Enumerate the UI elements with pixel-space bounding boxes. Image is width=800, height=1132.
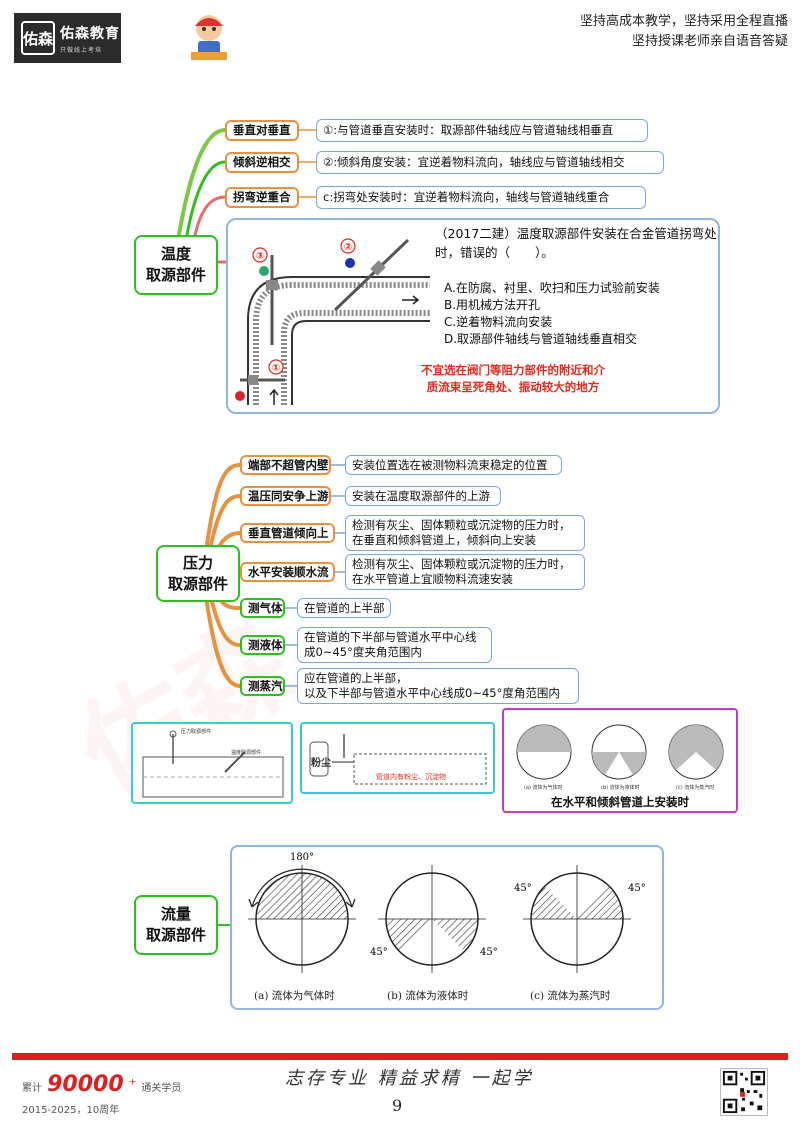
press-key-6: 测液体 (240, 635, 285, 655)
flow-caption-b: (b) 流体为液体时 (387, 990, 469, 1002)
fig1-label-temperature: 温度取源部件 (231, 750, 262, 756)
option-d: D.取源部件轴线与管道轴线垂直相交 (444, 332, 638, 346)
pressure-figure-2: 粉尘 管道内有粉尘、沉淀物 (300, 722, 495, 794)
option-a: A.在防腐、衬里、吹扫和压力试验前安装 (444, 281, 660, 295)
option-c: C.逆着物料流向安装 (444, 315, 553, 329)
count-number: 90000 (47, 1072, 124, 1097)
question-note-line2: 质流束呈死角处、振动较大的地方 (426, 380, 600, 394)
press-value-7-line2: 以及下半部与管道水平中心线成0~45°度角范围内 (304, 686, 560, 700)
count-suffix: 通关学员 (141, 1083, 182, 1094)
press-value-3-line2: 在垂直和倾斜管道上，倾斜向上安装 (352, 533, 536, 547)
question-panel (226, 218, 720, 414)
student-count: 累计 90000 + 通关学员 (22, 1072, 181, 1097)
pressure-root-line2: 取源部件 (167, 574, 228, 593)
marker-2: ② (344, 242, 352, 253)
fig3-sub-b: (b) 流体为液体时 (601, 785, 640, 791)
handwritten-motto: 志存专业 精益求精 一起学 (285, 1068, 534, 1089)
press-key-1: 端部不超管内壁 (240, 455, 331, 475)
pipe-elbow-diagram: ③ ② ① (235, 238, 430, 405)
temp-key-2: 倾斜逆相交 (225, 152, 299, 173)
press-key-7: 测蒸汽 (240, 676, 285, 696)
flow-root: 流量 取源部件 (134, 895, 218, 955)
flow-root-line2: 取源部件 (145, 926, 206, 944)
flow-caption-c: (c) 流体为蒸汽时 (530, 990, 611, 1002)
temp-value-2: ②:倾斜角度安装：宜逆着物料流向，轴线应与管道轴线相交 (316, 151, 664, 174)
brand-logo: 佑森 佑森教育 只做线上考培 (14, 13, 121, 63)
fig3-caption: 在水平和倾斜管道上安装时 (551, 795, 689, 809)
angle-180: 180° (290, 852, 314, 863)
pressure-figure-3: (a) 流体为气体时 (b) 流体为液体时 (c) 流体为蒸汽时 在水平和倾斜管… (502, 708, 738, 813)
mascot-icon (191, 15, 227, 60)
press-value-7-line1: 应在管道的上半部， (304, 671, 408, 685)
press-value-7: 应在管道的上半部， 以及下半部与管道水平中心线成0~45°度角范围内 (297, 668, 579, 704)
fig1-label-pressure: 压力取源部件 (181, 729, 212, 735)
flow-tapping-circles: 180° 45° 45° 45° 45° (248, 852, 646, 973)
temperature-root-line1: 温度 (160, 245, 191, 263)
header-slogans: 坚持高成本教学，坚持采用全程直播 坚持授课老师亲自语音答疑 (580, 12, 788, 52)
pressure-figure-1: 压力取源部件 温度取源部件 (131, 722, 293, 804)
header-slogan-1: 坚持高成本教学，坚持采用全程直播 (579, 14, 788, 29)
press-value-3: 检测有灰尘、固体颗粒或沉淀物的压力时， 在垂直和倾斜管道上，倾斜向上安装 (345, 515, 585, 551)
question-options: A.在防腐、衬里、吹扫和压力试验前安装 B.用机械方法开孔 C.逆着物料流向安装… (444, 280, 660, 348)
temp-value-1: ①:与管道垂直安装时：取源部件轴线应与管道轴线相垂直 (316, 119, 648, 142)
pipe-sketch-1 (142, 730, 284, 798)
press-value-6: 在管道的下半部与管道水平中心线 成0~45°度夹角范围内 (297, 627, 492, 663)
press-key-5: 测气体 (240, 598, 285, 618)
header-slogan-2: 坚持授课老师亲自语音答疑 (631, 34, 788, 49)
fig2-label-pipe: 管道内有粉尘、沉淀物 (376, 773, 446, 781)
count-plus: + (128, 1077, 137, 1088)
press-value-6-line2: 成0~45°度夹角范围内 (304, 645, 422, 659)
fig3-sub-c: (c) 流体为蒸汽时 (676, 785, 715, 791)
flow-root-line1: 流量 (160, 905, 191, 923)
temperature-root: 温度 取源部件 (134, 235, 218, 295)
logo-name: 佑森教育 (60, 25, 120, 42)
press-value-5: 在管道的上半部 (297, 598, 391, 618)
press-key-4: 水平安装顺水流 (240, 562, 335, 582)
press-key-3: 垂直管道倾向上 (240, 523, 335, 543)
temp-value-3: c:拐弯处安装时：宜逆着物料流向，轴线与管道轴线重合 (316, 186, 646, 209)
question-title: （2017二建）温度取源部件安装在合金管道拐弯处时，错误的（ ）。 (435, 226, 717, 260)
pipe-sketch-2 (309, 734, 487, 785)
question-note: 不宜选在阀门等阻力部件的附近和介 质流束呈死角处、振动较大的地方 (388, 362, 638, 396)
marker-1: ① (272, 363, 280, 374)
angle-45-b-right: 45° (480, 947, 498, 958)
flow-caption-a: (a) 流体为气体时 (254, 990, 335, 1002)
temp-key-3: 拐弯逆重合 (225, 187, 299, 208)
page-number: 9 (392, 1096, 403, 1115)
press-value-4-line2: 在水平管道上宜顺物料流速安装 (352, 572, 513, 586)
footer-years: 2015-2025，10周年 (22, 1105, 120, 1116)
press-key-2: 温压同安争上游 (240, 486, 331, 506)
press-value-1: 安装位置选在被测物料流束稳定的位置 (345, 455, 562, 475)
qr-code-icon (720, 1068, 768, 1116)
fig2-label-dust: 粉尘 (311, 758, 331, 769)
press-value-2: 安装在温度取源部件的上游 (345, 486, 501, 506)
press-value-4-line1: 检测有灰尘、固体颗粒或沉淀物的压力时， (352, 557, 571, 571)
question-note-line1: 不宜选在阀门等阻力部件的附近和介 (421, 363, 605, 377)
press-value-3-line1: 检测有灰尘、固体颗粒或沉淀物的压力时， (352, 518, 571, 532)
logo-seal: 佑森 (21, 21, 55, 55)
fig3-sub-a: (a) 流体为气体时 (524, 785, 563, 791)
angle-45-c-right: 45° (628, 883, 646, 894)
pressure-root: 压力 取源部件 (156, 545, 240, 602)
logo-slogan: 只做线上考培 (60, 46, 103, 54)
flow-figure: 180° 45° 45° 45° 45° (a) 流体为气体时 (b) 流体为液… (230, 845, 664, 1010)
option-b: B.用机械方法开孔 (444, 298, 541, 312)
press-value-4: 检测有灰尘、固体颗粒或沉淀物的压力时， 在水平管道上宜顺物料流速安装 (345, 554, 585, 590)
angle-45-c-left: 45° (514, 883, 532, 894)
count-prefix: 累计 (22, 1083, 42, 1094)
press-value-6-line1: 在管道的下半部与管道水平中心线 (304, 630, 477, 644)
angle-45-b-left: 45° (370, 947, 388, 958)
marker-3: ③ (256, 251, 264, 262)
footer-bar (12, 1053, 788, 1060)
temperature-root-line2: 取源部件 (145, 266, 206, 284)
pressure-root-line1: 压力 (182, 553, 213, 572)
tapping-angle-circles-small (516, 724, 724, 780)
temp-key-1: 垂直对垂直 (225, 120, 299, 141)
